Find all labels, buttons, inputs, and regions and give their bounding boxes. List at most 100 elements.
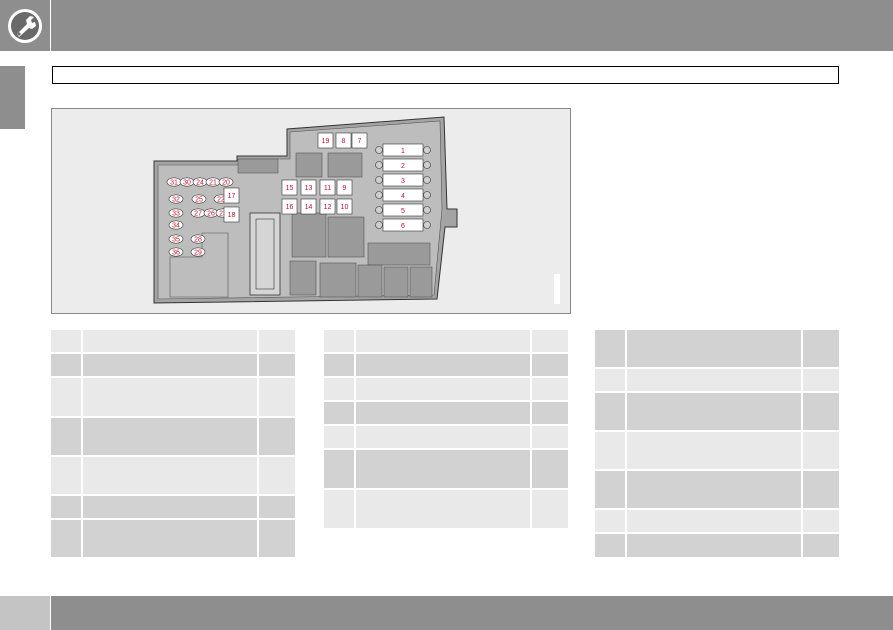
section-heading-box xyxy=(52,66,839,84)
fuse-29: 29 xyxy=(190,247,206,257)
fuse-15: 15 xyxy=(281,179,298,196)
fuse-33: 33 xyxy=(168,208,184,218)
table-cell xyxy=(259,457,295,494)
fuse-label: 32 xyxy=(172,197,180,204)
fuse-5: 5 xyxy=(375,203,431,217)
fuse-1: 1 xyxy=(375,143,431,157)
table-row xyxy=(595,432,839,469)
fuse-4: 4 xyxy=(375,188,431,202)
table-row xyxy=(595,534,839,557)
table-row xyxy=(324,402,568,424)
fuse-label: 25 xyxy=(195,197,203,204)
table-cell xyxy=(627,330,801,367)
table-cell xyxy=(595,369,625,391)
fuse-label: 22 xyxy=(217,197,225,204)
table-cell xyxy=(259,354,295,376)
table-cell xyxy=(356,426,530,448)
table-cell xyxy=(356,402,530,424)
fuse-18: 18 xyxy=(223,206,240,223)
fuse-34: 34 xyxy=(168,220,184,230)
table-cell xyxy=(532,330,568,352)
table-cell xyxy=(532,490,568,528)
table-cell xyxy=(595,471,625,508)
table-cell xyxy=(627,393,801,430)
fuse-11: 11 xyxy=(319,179,336,196)
fuse-7: 7 xyxy=(351,132,368,149)
table-cell xyxy=(324,378,354,400)
fuse-25: 25 xyxy=(191,194,207,204)
fuse-label: 24 xyxy=(196,180,204,187)
fuse-19: 19 xyxy=(317,132,334,149)
table-cell xyxy=(324,402,354,424)
fuse-label: 10 xyxy=(341,204,349,211)
fuse-8: 8 xyxy=(335,132,352,149)
table-cell xyxy=(83,496,257,518)
table-row xyxy=(595,471,839,508)
table-cell xyxy=(803,534,839,557)
table-cell xyxy=(259,378,295,416)
fuse-17: 17 xyxy=(223,187,240,204)
fuse-label: 20 xyxy=(222,180,230,187)
table-cell xyxy=(356,490,530,528)
fuse-20: 20 xyxy=(218,177,234,187)
fuse-36: 36 xyxy=(168,247,184,257)
fuse-label: 21 xyxy=(209,180,217,187)
fuse-label: 4 xyxy=(401,193,405,200)
table-row xyxy=(595,330,839,367)
fuse-label: 30 xyxy=(183,180,191,187)
table-cell xyxy=(803,369,839,391)
table-row xyxy=(51,378,295,416)
fuse-label: 17 xyxy=(228,193,236,200)
table-cell xyxy=(595,432,625,469)
table-cell xyxy=(259,330,295,352)
table-cell xyxy=(356,354,530,376)
table-cell xyxy=(803,432,839,469)
fuse-14: 14 xyxy=(300,198,317,215)
header-icon-block xyxy=(0,0,50,51)
fuse-32: 32 xyxy=(168,194,184,204)
fuse-label: 7 xyxy=(358,138,362,145)
table-cell xyxy=(532,450,568,488)
fuse-label: 2 xyxy=(401,163,405,170)
table-cell xyxy=(356,330,530,352)
table-cell xyxy=(83,457,257,494)
table-row xyxy=(324,354,568,376)
table-cell xyxy=(324,330,354,352)
table-cell xyxy=(627,510,801,532)
fuse-label: 5 xyxy=(401,208,405,215)
footer-bar xyxy=(51,596,893,630)
fuse-3: 3 xyxy=(375,173,431,187)
fuse-21: 21 xyxy=(205,177,221,187)
table-cell xyxy=(51,418,81,455)
wrench-icon xyxy=(8,9,42,43)
table-cell xyxy=(83,354,257,376)
table-cell xyxy=(803,471,839,508)
fuse-table-left xyxy=(51,330,297,557)
fuse-28: 28 xyxy=(190,234,206,244)
table-cell xyxy=(803,330,839,367)
side-tab xyxy=(0,66,25,129)
table-cell xyxy=(83,330,257,352)
table-row xyxy=(595,369,839,391)
fuse-13: 13 xyxy=(300,179,317,196)
footer-page-block xyxy=(0,596,50,630)
table-cell xyxy=(51,330,81,352)
fuse-30: 30 xyxy=(179,177,195,187)
table-cell xyxy=(51,354,81,376)
fuse-label: 14 xyxy=(305,204,313,211)
fuse-27: 27 xyxy=(190,208,206,218)
fuse-label: 12 xyxy=(324,204,332,211)
fuse-label: 29 xyxy=(194,250,202,257)
table-row xyxy=(595,393,839,430)
fuse-9: 9 xyxy=(336,179,353,196)
table-cell xyxy=(83,520,257,557)
fuse-35: 35 xyxy=(168,234,184,244)
table-cell xyxy=(324,450,354,488)
header-bar xyxy=(51,0,893,51)
fuse-label: 18 xyxy=(228,212,236,219)
fuse-label: 8 xyxy=(342,138,346,145)
table-row xyxy=(51,520,295,557)
fuse-label: 33 xyxy=(172,211,180,218)
fuse-label: 31 xyxy=(170,180,178,187)
